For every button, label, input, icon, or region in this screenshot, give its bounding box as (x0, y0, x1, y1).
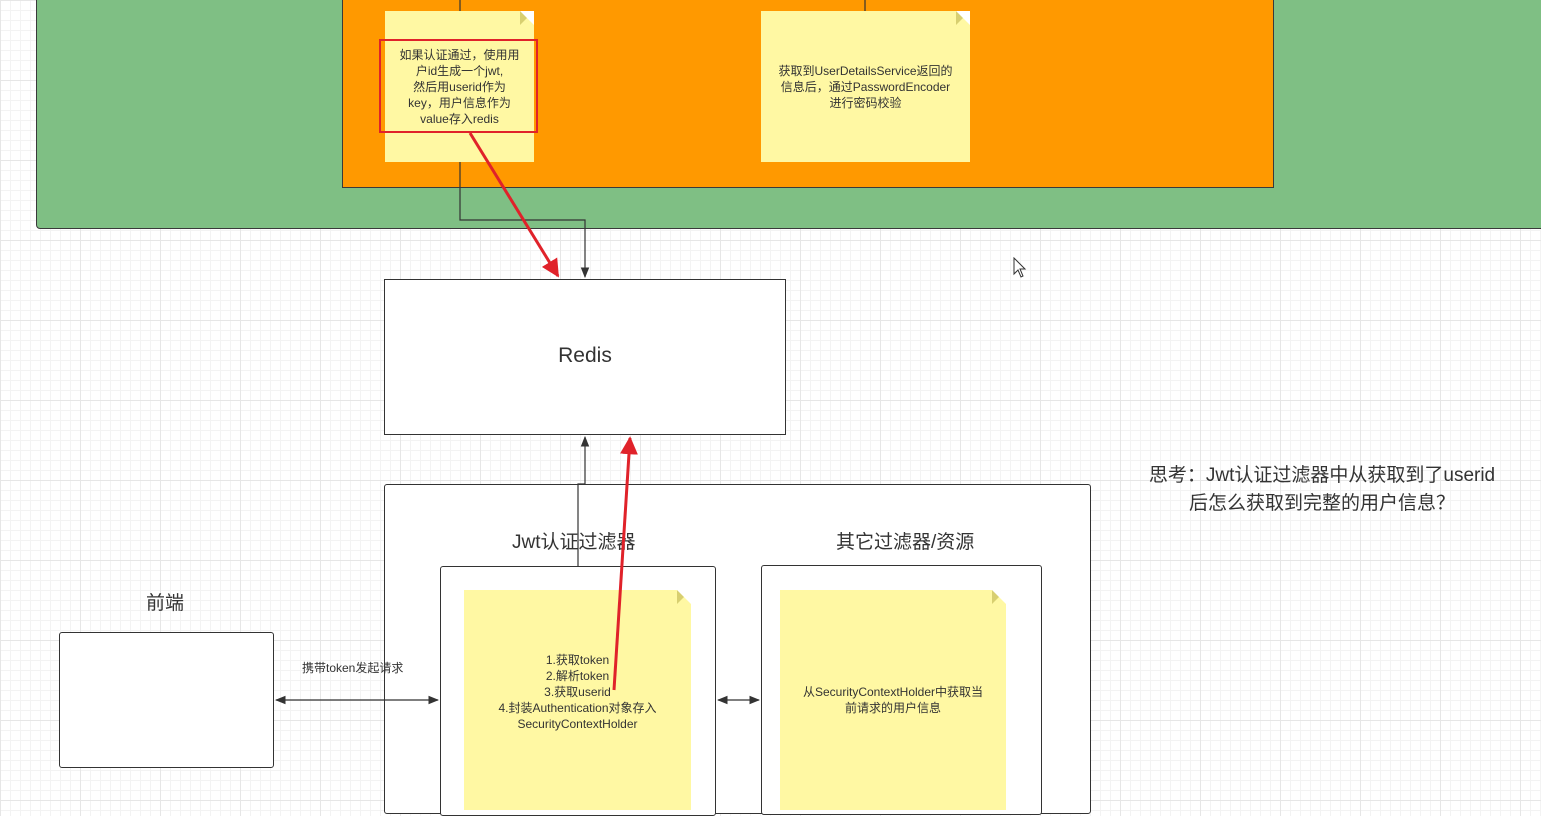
other-filters-note: 从SecurityContextHolder中获取当 前请求的用户信息 (780, 590, 1006, 810)
jwt-filter-note-text: 1.获取token 2.解析token 3.获取userid 4.封装Authe… (498, 653, 657, 731)
other-filters-title: 其它过滤器/资源 (836, 532, 975, 553)
password-check-note: 获取到UserDetailsService返回的 信息后，通过PasswordE… (761, 11, 970, 162)
other-filters-note-text: 从SecurityContextHolder中获取当 前请求的用户信息 (802, 685, 984, 715)
connectors-layer (274, 0, 866, 705)
red-arrow-to-redis (468, 132, 560, 278)
red-arrow-from-filter (612, 436, 638, 691)
red-highlight-box (379, 39, 538, 133)
redis-box: Redis (384, 279, 786, 435)
redis-label: Redis (558, 344, 612, 367)
jwt-filter-note: 1.获取token 2.解析token 3.获取userid 4.封装Authe… (464, 590, 691, 810)
connector-filter-to-redis (577, 435, 590, 566)
jwt-generate-note-text: 如果认证通过，使用用 户id生成一个jwt, 然后用userid作为 key，用… (399, 48, 520, 126)
password-check-note-text: 获取到UserDetailsService返回的 信息后，通过PasswordE… (778, 64, 953, 110)
thinking-note: 思考：Jwt认证过滤器中从获取到了userid 后怎么获取到完整的用户信息？ (1148, 465, 1496, 514)
jwt-filter-title: Jwt认证过滤器 (512, 532, 636, 553)
jwt-generate-note: 如果认证通过，使用用 户id生成一个jwt, 然后用userid作为 key，用… (385, 11, 534, 162)
frontend-box (59, 632, 274, 768)
mouse-cursor-icon (1013, 257, 1027, 278)
frontend-label: 前端 (146, 593, 185, 614)
request-label: 携带token发起请求 (302, 661, 404, 675)
